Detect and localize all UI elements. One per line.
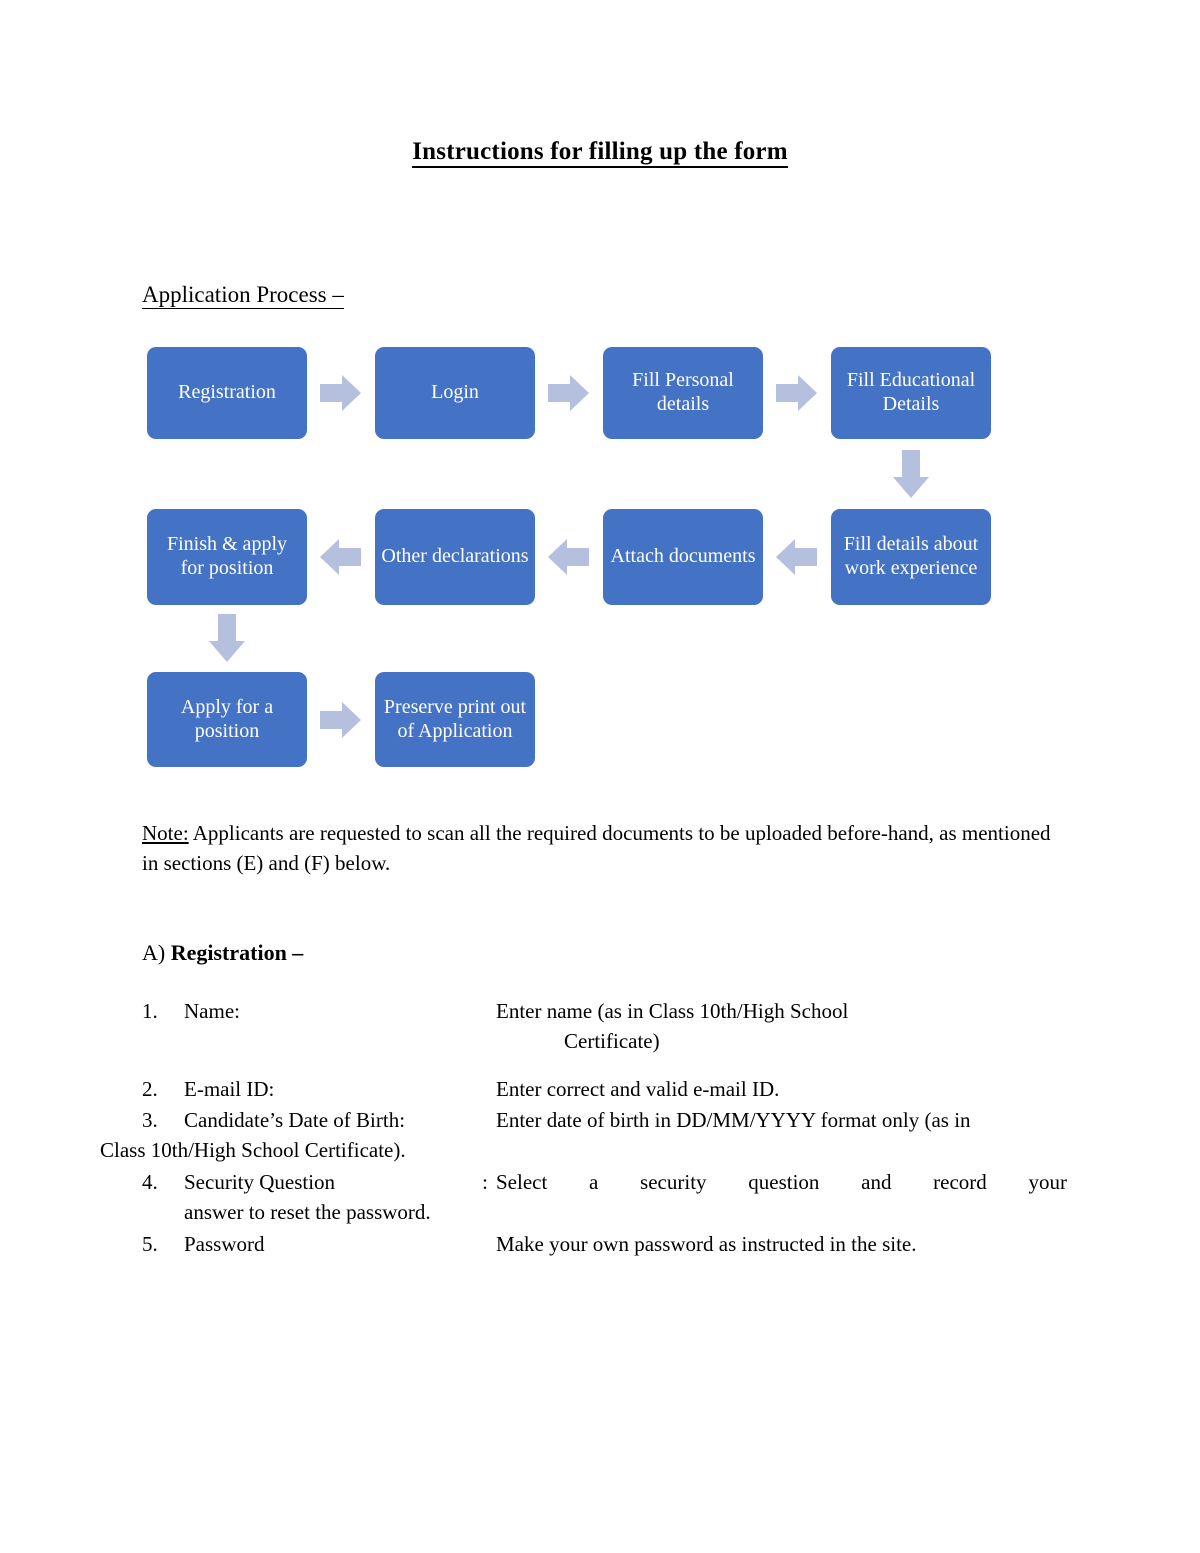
list-item-description: Enter correct and valid e-mail ID. [496, 1076, 780, 1101]
flow-node-other-declarations[interactable]: Other declarations [375, 509, 535, 605]
list-item: 1. Name: Enter name (as in Class 10th/Hi… [142, 997, 1067, 1057]
flow-arrow-other-declarations-to-finish-apply [320, 537, 362, 577]
application-process-heading: Application Process – [142, 282, 344, 309]
registration-section-letter: A) [142, 940, 166, 965]
flow-arrow-apply-position-to-preserve-printout [320, 700, 362, 740]
list-item-term: Password [184, 1231, 265, 1256]
flow-arrow-fill-educational-to-work-experience [891, 450, 931, 500]
list-item-description: Enter name (as in Class 10th/High School [496, 999, 849, 1023]
flow-arrow-fill-personal-to-fill-educational [776, 373, 818, 413]
list-item-number: 1. [142, 999, 158, 1023]
list-item-number: 5. [142, 1231, 158, 1256]
registration-section-heading: A) Registration – [142, 940, 303, 966]
list-item: 2. E-mail ID: Enter correct and valid e-… [142, 1075, 1067, 1105]
list-item-description-line2: answer to reset the password. [184, 1199, 431, 1224]
arrow-left-icon [776, 539, 817, 575]
list-item-term: Name: [184, 999, 240, 1023]
note-label: Note: [142, 821, 189, 845]
arrow-down-icon [209, 614, 245, 662]
flow-node-label: Finish & apply for position [166, 533, 287, 579]
flow-arrow-login-to-fill-personal-details [548, 373, 590, 413]
arrow-right-icon [320, 375, 361, 411]
flow-arrow-work-experience-to-attach-documents [776, 537, 818, 577]
flow-node-label: Attach documents [610, 545, 756, 568]
flow-node-fill-details-about-work-experience[interactable]: Fill details about work experience [831, 509, 991, 605]
list-item-term-colon: : [482, 1170, 488, 1195]
list-item-number: 2. [142, 1076, 158, 1101]
flow-node-label: Other declarations [381, 545, 529, 568]
page-title: Instructions for filling up the form [0, 138, 1200, 168]
flow-node-preserve-print-out-of-application[interactable]: Preserve print out of Application [375, 672, 535, 767]
list-item-description: Make your own password as instructed in … [496, 1231, 917, 1256]
flow-arrow-registration-to-login [320, 373, 362, 413]
note-paragraph: Note: Applicants are requested to scan a… [142, 818, 1062, 879]
application-process-heading-text: Application Process – [142, 282, 344, 309]
flow-arrow-attach-documents-to-other-declarations [548, 537, 590, 577]
page-title-text: Instructions for filling up the form [412, 138, 788, 168]
arrow-down-icon [893, 450, 929, 498]
list-item-description: Select a security question and record yo… [496, 1170, 1067, 1195]
list-item: 4. Security Question: Select a security … [142, 1168, 1067, 1228]
arrow-left-icon [548, 539, 589, 575]
arrow-right-icon [320, 702, 361, 738]
flow-node-registration[interactable]: Registration [147, 347, 307, 439]
list-item-description: Enter date of birth in DD/MM/YYYY format… [496, 1108, 971, 1133]
list-item: 5. Password Make your own password as in… [142, 1230, 1067, 1260]
flow-node-label: Registration [178, 381, 276, 404]
flow-node-label: Fill details about work experience [843, 533, 979, 579]
list-item-description-line2: Class 10th/High School Certificate). [100, 1138, 406, 1163]
flow-node-label: Preserve print out of Application [383, 695, 527, 742]
registration-section-title: Registration – [170, 940, 304, 965]
list-item-term-text: Security Question [184, 1170, 336, 1195]
flow-node-finish-and-apply-for-position[interactable]: Finish & apply for position [147, 509, 307, 605]
arrow-right-icon [776, 375, 817, 411]
flow-node-fill-personal-details[interactable]: Fill Personal details [603, 347, 763, 439]
list-item-number: 4. [142, 1170, 158, 1195]
flow-arrow-finish-apply-to-apply-position [207, 614, 247, 664]
list-item-description-line2: Certificate) [564, 1028, 660, 1053]
list-item: 3. Candidate’s Date of Birth: Enter date… [100, 1106, 1067, 1166]
flow-node-apply-for-a-position[interactable]: Apply for a position [147, 672, 307, 767]
list-item-number: 3. [142, 1108, 158, 1133]
note-text: Applicants are requested to scan all the… [142, 821, 1051, 876]
list-item-term: Security Question: [184, 1168, 496, 1198]
list-item-term: E-mail ID: [184, 1076, 275, 1101]
flow-node-label: Fill Educational Details [846, 369, 976, 415]
flow-node-label: Login [431, 381, 479, 404]
flow-node-attach-documents[interactable]: Attach documents [603, 509, 763, 605]
flow-node-label: Fill Personal details [632, 369, 734, 415]
arrow-left-icon [320, 539, 361, 575]
arrow-right-icon [548, 375, 589, 411]
flow-node-fill-educational-details[interactable]: Fill Educational Details [831, 347, 991, 439]
flow-node-label: Apply for a position [180, 695, 274, 742]
list-item-term: Candidate’s Date of Birth: [184, 1108, 406, 1133]
flow-node-login[interactable]: Login [375, 347, 535, 439]
registration-items-list: 1. Name: Enter name (as in Class 10th/Hi… [100, 997, 1067, 1262]
